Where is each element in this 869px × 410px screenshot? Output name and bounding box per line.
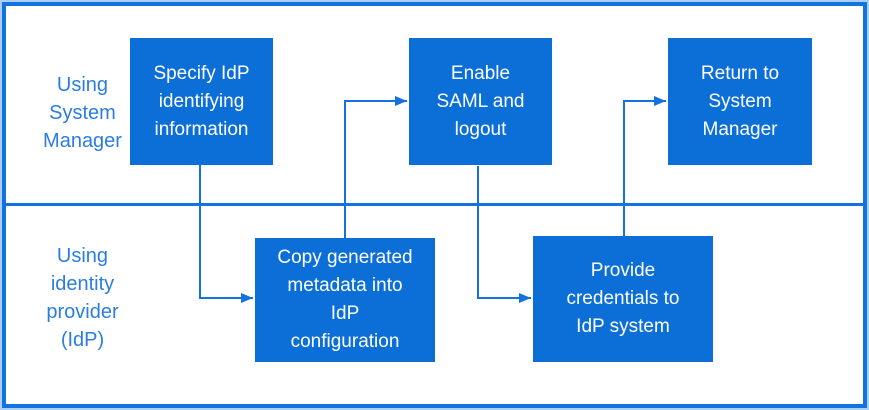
connector-provide-to-return bbox=[623, 96, 666, 237]
flow-node-return-to-system-manager: Return to System Manager bbox=[668, 38, 812, 165]
flow-node-copy-metadata: Copy generated metadata into IdP configu… bbox=[255, 238, 435, 362]
connector-specify-to-copy bbox=[199, 164, 253, 303]
flow-node-provide-credentials: Provide credentials to IdP system bbox=[533, 236, 713, 362]
connector-copy-to-enable bbox=[344, 96, 407, 238]
flow-node-specify-idp-info: Specify IdP identifying information bbox=[130, 38, 273, 165]
lane-label-identity-provider: Using identity provider (IdP) bbox=[46, 245, 119, 351]
lane-divider bbox=[2, 203, 867, 206]
lane-label-system-manager: Using System Manager bbox=[43, 74, 122, 152]
connector-enable-to-provide bbox=[477, 166, 531, 303]
flow-node-enable-saml-logout: Enable SAML and logout bbox=[409, 38, 552, 165]
